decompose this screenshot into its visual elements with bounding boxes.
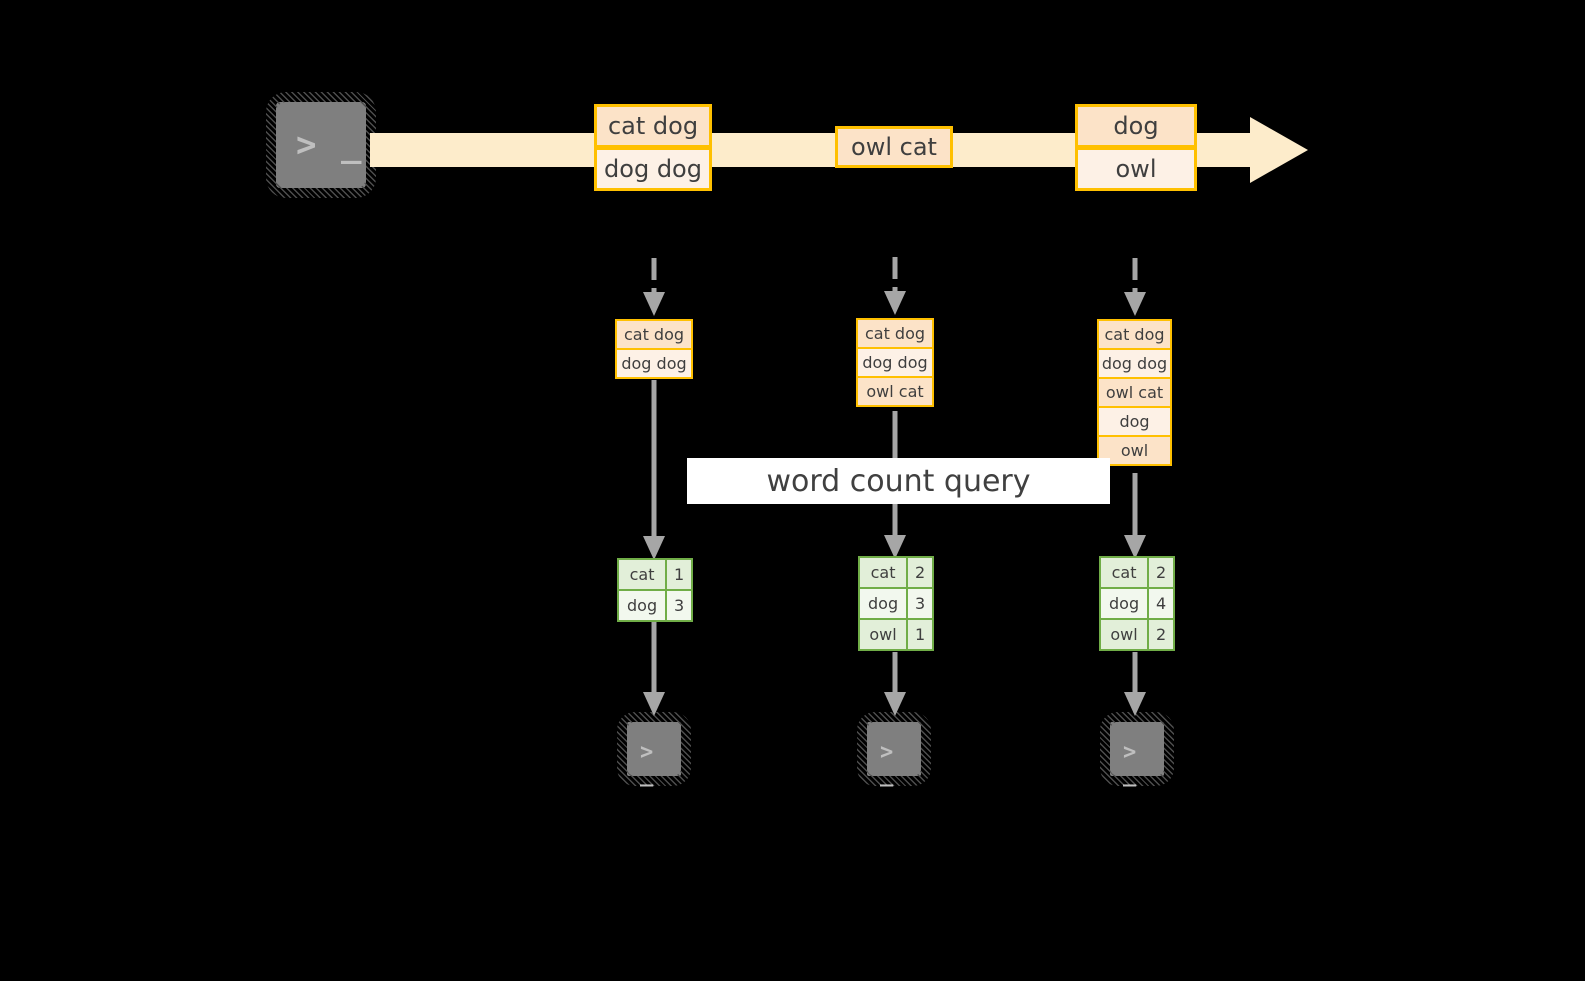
table-row: cat 1 [616, 558, 694, 591]
terminal-body [867, 722, 921, 776]
trigger-input-stack: cat dog dog dog owl cat [856, 318, 934, 407]
table-row: dog 3 [616, 589, 694, 622]
sink-arrow [884, 652, 906, 716]
terminal-body [627, 722, 681, 776]
result-word: cat [616, 558, 668, 591]
query-label: word count query [687, 458, 1110, 504]
table-row: dog 4 [1098, 587, 1176, 620]
result-table: cat 1 dog 3 [616, 558, 694, 622]
result-table: cat 2 dog 4 owl 2 [1098, 556, 1176, 651]
input-row: owl [1097, 435, 1172, 466]
result-word: cat [1098, 556, 1150, 589]
terminal-body [1110, 722, 1164, 776]
terminal-prompt-glyph: > _ [880, 740, 895, 787]
result-word: dog [1098, 587, 1150, 620]
result-table: cat 2 dog 3 owl 1 [857, 556, 935, 651]
input-row: owl cat [1097, 377, 1172, 408]
terminal-prompt-glyph: > _ [296, 125, 364, 165]
source-terminal-icon: > _ [266, 92, 376, 198]
stream-box: dog [1075, 104, 1197, 148]
sink-terminal-icon: > _ [617, 712, 691, 786]
input-row: dog [1097, 406, 1172, 437]
stream-box: cat dog [594, 104, 712, 148]
trigger-arrow-dashed [1124, 258, 1146, 316]
result-count: 2 [906, 556, 935, 589]
result-word: owl [857, 618, 909, 651]
input-row: dog dog [615, 348, 693, 379]
result-count: 3 [665, 589, 694, 622]
table-row: owl 2 [1098, 618, 1176, 651]
trigger-arrow-dashed [884, 257, 906, 315]
sink-arrow [1124, 652, 1146, 716]
query-arrow [1124, 473, 1146, 559]
input-row: dog dog [856, 347, 934, 378]
sink-arrow [643, 622, 665, 716]
stream-box: dog dog [594, 147, 712, 191]
terminal-prompt-glyph: > _ [1123, 740, 1138, 787]
terminal-body [276, 102, 366, 188]
input-row: cat dog [856, 318, 934, 349]
input-row: dog dog [1097, 348, 1172, 379]
table-row: dog 3 [857, 587, 935, 620]
table-row: owl 1 [857, 618, 935, 651]
table-row: cat 2 [857, 556, 935, 589]
result-count: 3 [906, 587, 935, 620]
result-word: owl [1098, 618, 1150, 651]
trigger-input-stack: cat dog dog dog [615, 319, 693, 379]
result-count: 1 [906, 618, 935, 651]
result-word: dog [616, 589, 668, 622]
table-row: cat 2 [1098, 556, 1176, 589]
input-row: owl cat [856, 376, 934, 407]
terminal-prompt-glyph: > _ [640, 740, 655, 787]
result-count: 4 [1147, 587, 1176, 620]
stream-box: owl cat [835, 126, 953, 168]
result-word: cat [857, 556, 909, 589]
input-row: cat dog [615, 319, 693, 350]
query-arrow [643, 380, 665, 560]
input-row: cat dog [1097, 319, 1172, 350]
result-count: 2 [1147, 618, 1176, 651]
sink-terminal-icon: > _ [1100, 712, 1174, 786]
result-count: 2 [1147, 556, 1176, 589]
result-count: 1 [665, 558, 694, 591]
sink-terminal-icon: > _ [857, 712, 931, 786]
result-word: dog [857, 587, 909, 620]
stream-box: owl [1075, 147, 1197, 191]
trigger-arrow-dashed [643, 258, 665, 316]
trigger-input-stack: cat dog dog dog owl cat dog owl [1097, 319, 1172, 466]
